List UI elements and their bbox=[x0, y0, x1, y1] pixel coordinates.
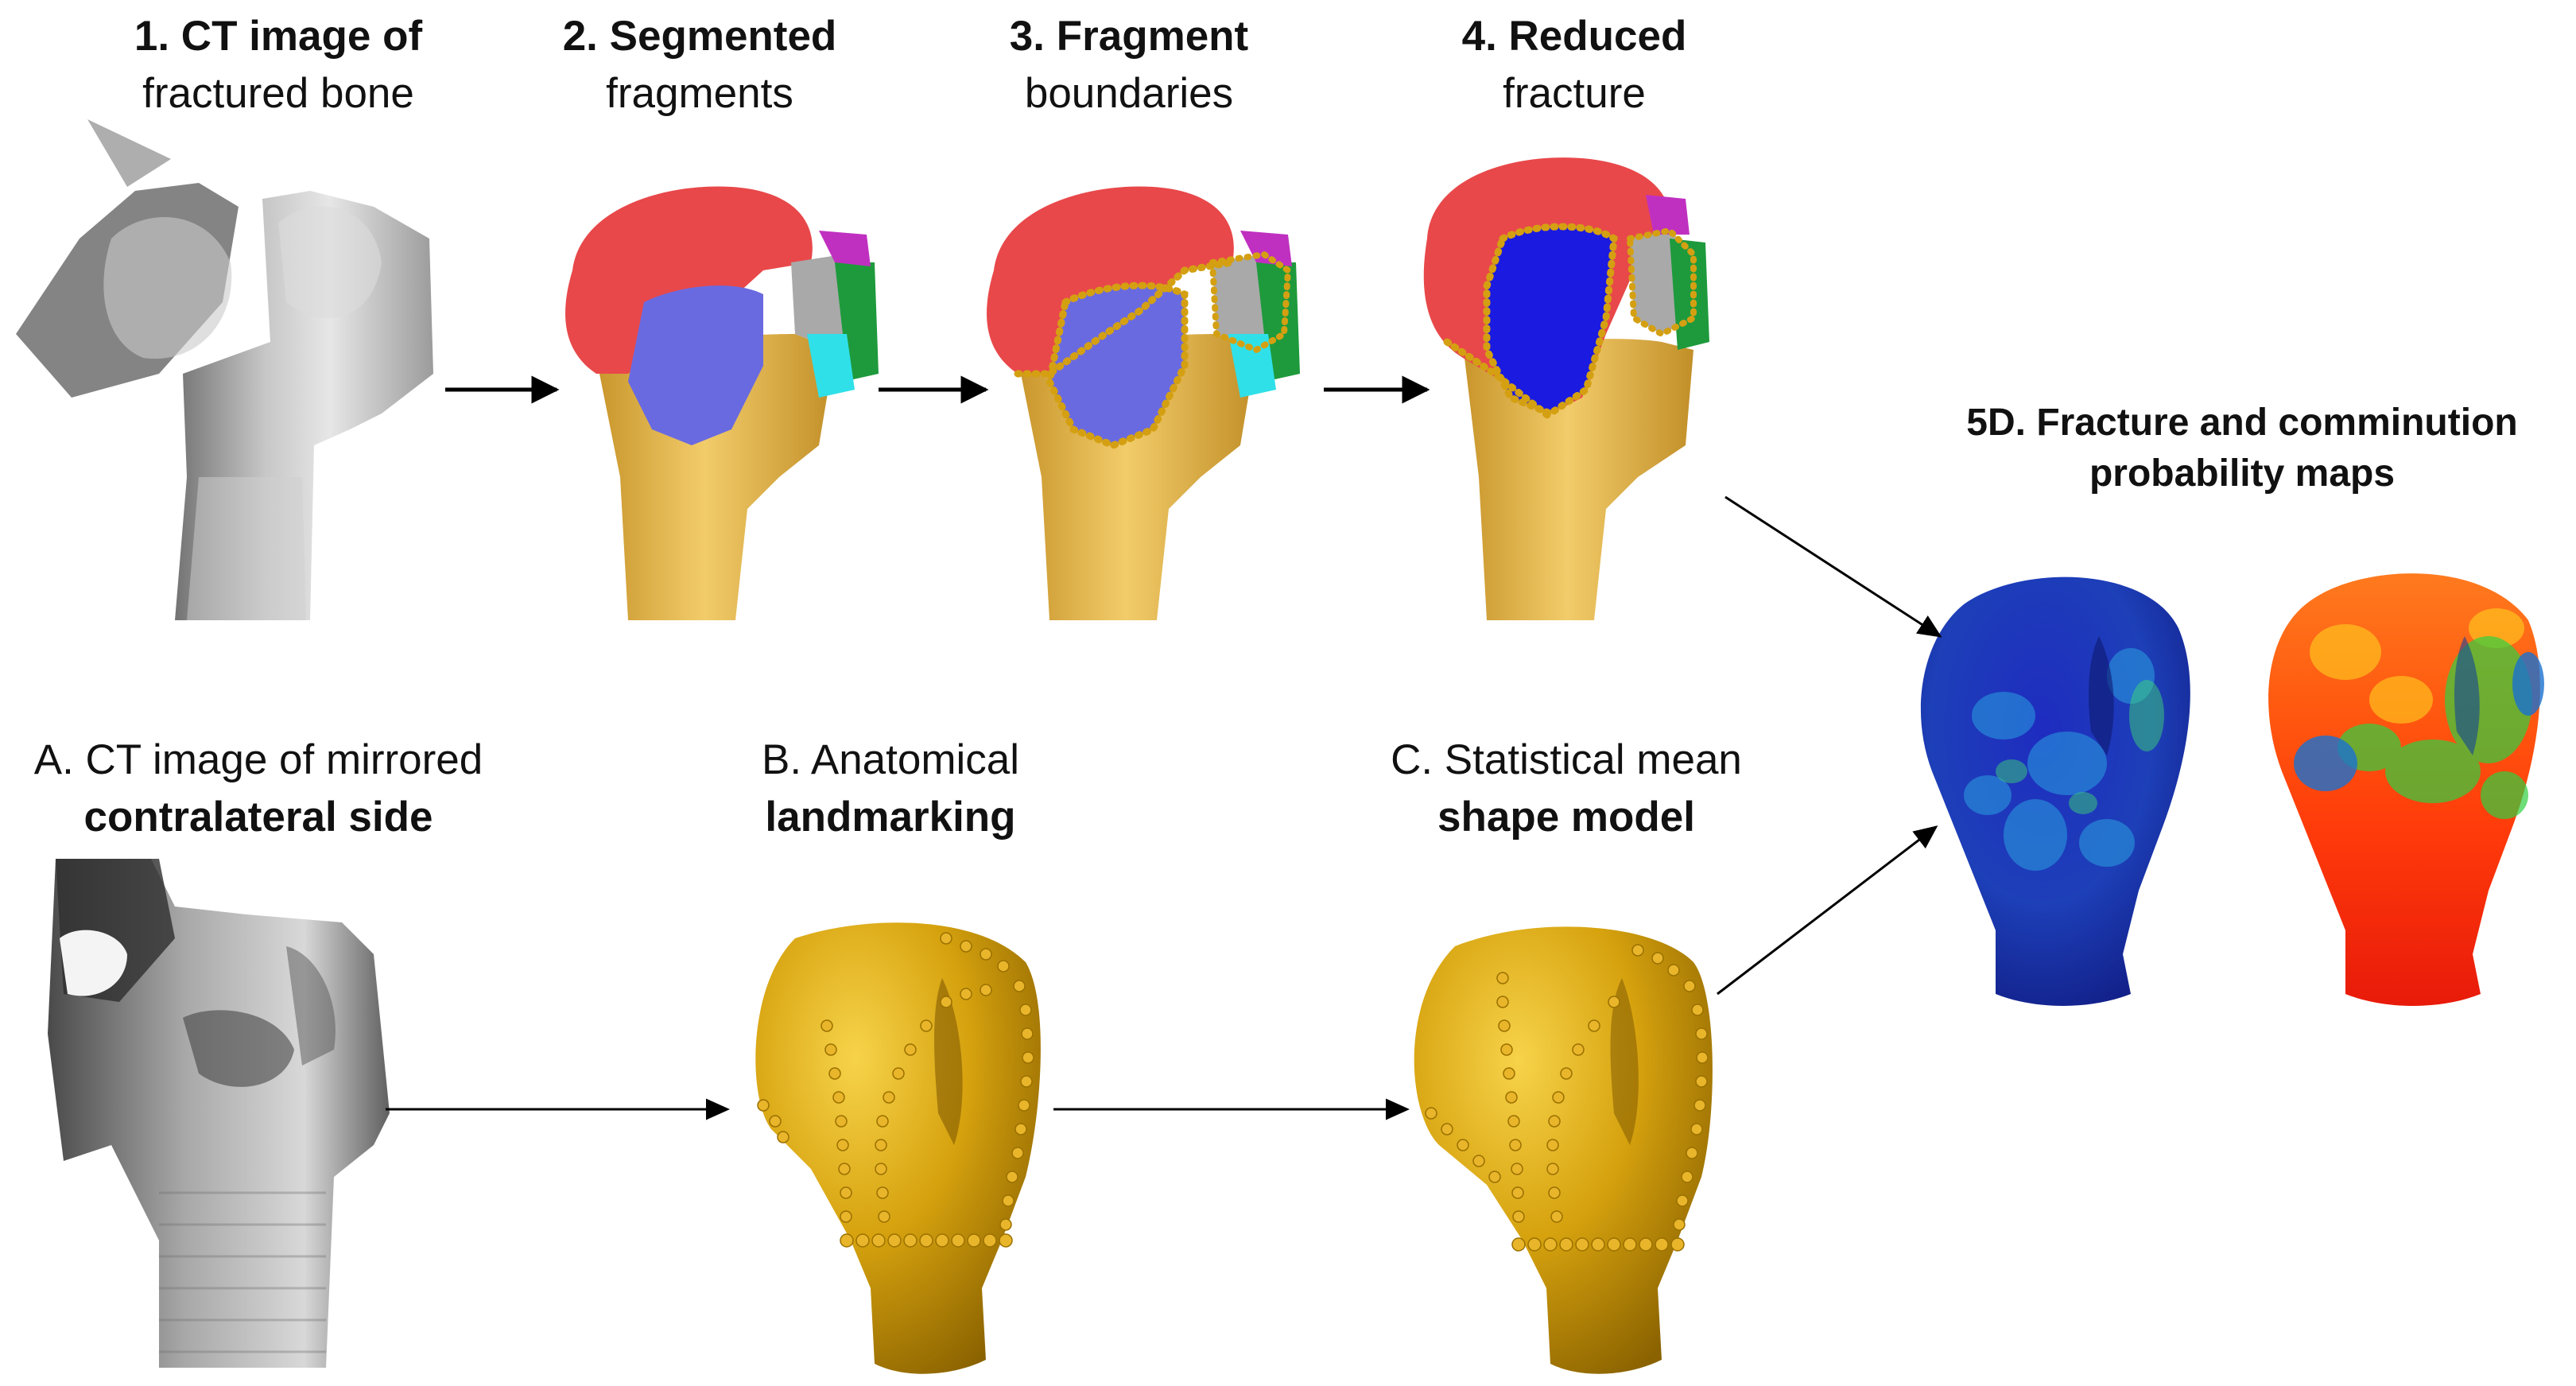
label-step-a-line2: contralateral side bbox=[83, 794, 433, 841]
label-step-2-line1: 2. Segmented bbox=[562, 13, 837, 60]
reduced-fracture-model bbox=[1423, 157, 1709, 620]
statistical-mean-shape-model bbox=[1414, 926, 1713, 1374]
label-step-1-line2: fractured bone bbox=[142, 70, 414, 117]
label-step-c-line1: C. Statistical mean bbox=[1391, 736, 1742, 783]
model-landmark-points bbox=[1425, 944, 1709, 1252]
label-step-2-line2: fragments bbox=[606, 70, 793, 117]
ct-fractured-bone-image bbox=[16, 119, 433, 620]
segmented-fragments-model bbox=[565, 186, 879, 620]
label-step-1-line1: 1. CT image of bbox=[134, 13, 423, 60]
label-step-3-line1: 3. Fragment bbox=[1009, 13, 1249, 60]
label-step-5d-line1: 5D. Fracture and comminution bbox=[1966, 402, 2518, 444]
label-step-4: 4. Reduced fracture bbox=[1399, 8, 1749, 122]
arrow-c-to-5d bbox=[1717, 825, 1938, 996]
label-step-3-line2: boundaries bbox=[1024, 70, 1234, 117]
comminution-probability-map bbox=[2268, 573, 2544, 1006]
label-step-b-line1: B. Anatomical bbox=[761, 736, 1020, 783]
label-step-4-line1: 4. Reduced bbox=[1461, 13, 1687, 60]
label-step-2: 2. Segmented fragments bbox=[525, 8, 875, 122]
label-step-b-line2: landmarking bbox=[765, 794, 1016, 841]
workflow-arrows bbox=[386, 375, 1942, 1120]
label-step-3: 3. Fragment boundaries bbox=[954, 8, 1304, 122]
label-step-c-line2: shape model bbox=[1437, 794, 1695, 841]
ct-contralateral-image bbox=[48, 859, 390, 1368]
label-step-a-line1: A. CT image of mirrored bbox=[33, 736, 483, 783]
fragment-boundaries-model bbox=[987, 186, 1300, 620]
label-step-5d: 5D. Fracture and comminution probability… bbox=[1908, 398, 2576, 499]
label-step-4-line2: fracture bbox=[1503, 70, 1646, 117]
anatomical-landmarking-model bbox=[755, 922, 1041, 1374]
arrow-4-to-5d bbox=[1724, 495, 1942, 638]
label-step-a: A. CT image of mirrored contralateral si… bbox=[0, 732, 517, 846]
label-step-5d-line2: probability maps bbox=[2089, 452, 2396, 495]
fracture-probability-map bbox=[1920, 577, 2190, 1006]
label-step-b: B. Anatomical landmarking bbox=[700, 732, 1081, 846]
landmark-points bbox=[757, 932, 1034, 1248]
label-step-c: C. Statistical mean shape model bbox=[1352, 732, 1781, 846]
label-step-1: 1. CT image of fractured bone bbox=[103, 8, 453, 122]
